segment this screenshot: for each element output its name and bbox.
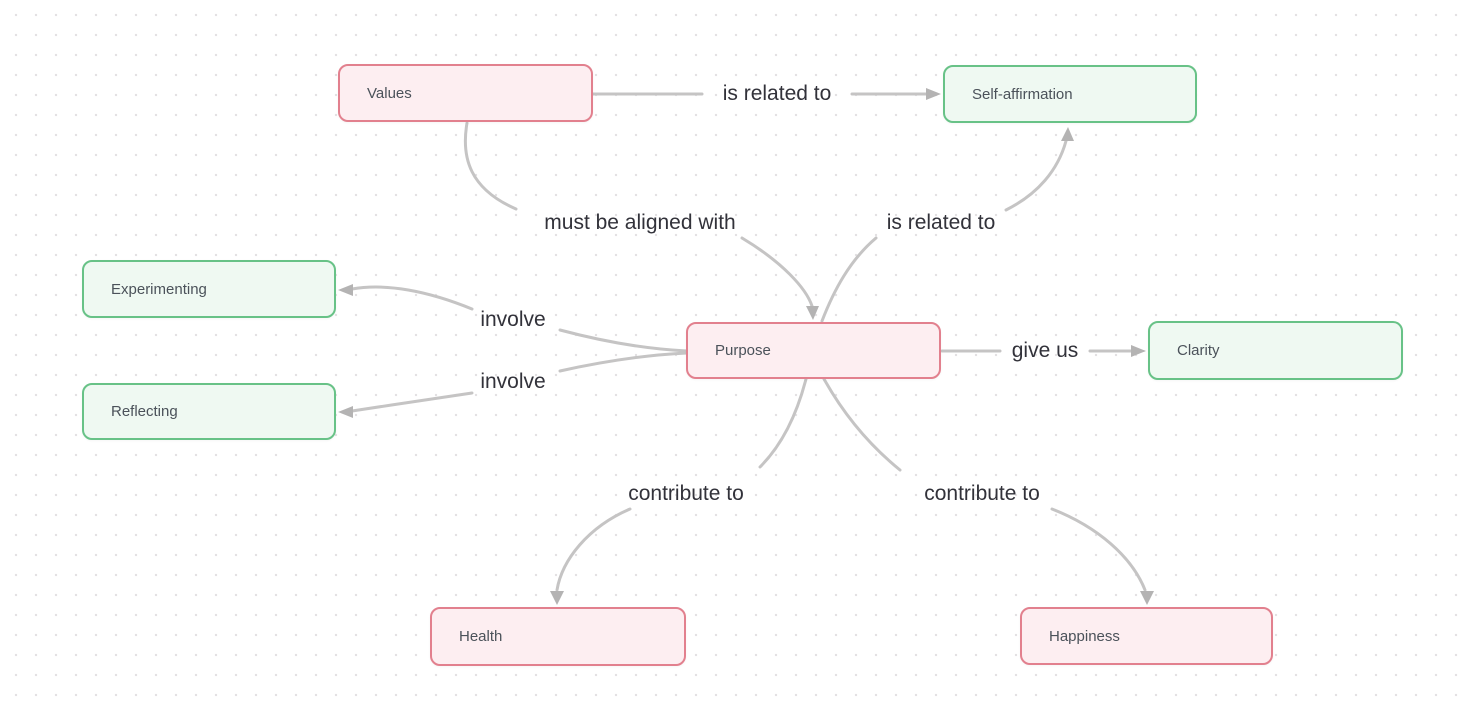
arrowhead-left-icon	[338, 284, 353, 296]
arrowhead-left-icon	[338, 406, 353, 418]
edge-label-is-related-to[interactable]: is related to	[722, 82, 832, 105]
edge-segment[interactable]	[1050, 507, 1147, 592]
node-self-affirmation[interactable]: Self-affirmation	[943, 65, 1197, 123]
edge-label-contribute-to[interactable]: contribute to	[924, 482, 1040, 505]
edge-label-involve[interactable]: involve	[480, 308, 546, 331]
node-health[interactable]: Health	[430, 607, 686, 666]
edge-label-give-us[interactable]: give us	[1011, 339, 1079, 362]
edge-segment[interactable]	[558, 328, 689, 353]
node-label: Purpose	[715, 342, 771, 359]
edge-label-involve[interactable]: involve	[480, 370, 546, 393]
node-label: Values	[367, 84, 412, 102]
node-clarity[interactable]: Clarity	[1148, 321, 1403, 380]
edge-segment[interactable]	[758, 377, 808, 469]
arrowhead-right-icon	[1131, 345, 1146, 357]
edge-segment[interactable]	[740, 236, 814, 308]
node-purpose[interactable]: Purpose	[686, 322, 941, 379]
node-label: Experimenting	[111, 280, 207, 298]
node-experimenting[interactable]: Experimenting	[82, 260, 336, 318]
edge-segment[interactable]	[350, 391, 474, 413]
edge-segment[interactable]	[558, 351, 689, 373]
edge-label-contribute-to[interactable]: contribute to	[628, 482, 744, 505]
edge-segment[interactable]	[350, 285, 474, 311]
node-label: Clarity	[1177, 342, 1220, 359]
node-label: Health	[459, 628, 503, 645]
node-values[interactable]: Values	[338, 64, 593, 122]
node-label: Happiness	[1049, 627, 1120, 645]
arrowhead-down-icon	[550, 591, 564, 605]
node-label: Self-affirmation	[972, 85, 1073, 103]
arrowhead-down-icon	[1140, 591, 1154, 605]
edge-segment[interactable]	[1004, 139, 1068, 212]
edge-segment[interactable]	[463, 121, 518, 211]
edge-label-must-be-aligned-with[interactable]: must be aligned with	[544, 211, 736, 234]
arrowhead-up-icon	[1061, 127, 1074, 141]
edge-label-is-related-to[interactable]: is related to	[886, 211, 996, 234]
edge-segment[interactable]	[822, 377, 902, 472]
node-reflecting[interactable]: Reflecting	[82, 383, 336, 440]
edge-segment[interactable]	[555, 507, 632, 592]
node-label: Reflecting	[111, 403, 178, 420]
arrowhead-down-icon	[806, 306, 819, 320]
node-happiness[interactable]: Happiness	[1020, 607, 1273, 665]
edge-segment[interactable]	[820, 236, 878, 323]
